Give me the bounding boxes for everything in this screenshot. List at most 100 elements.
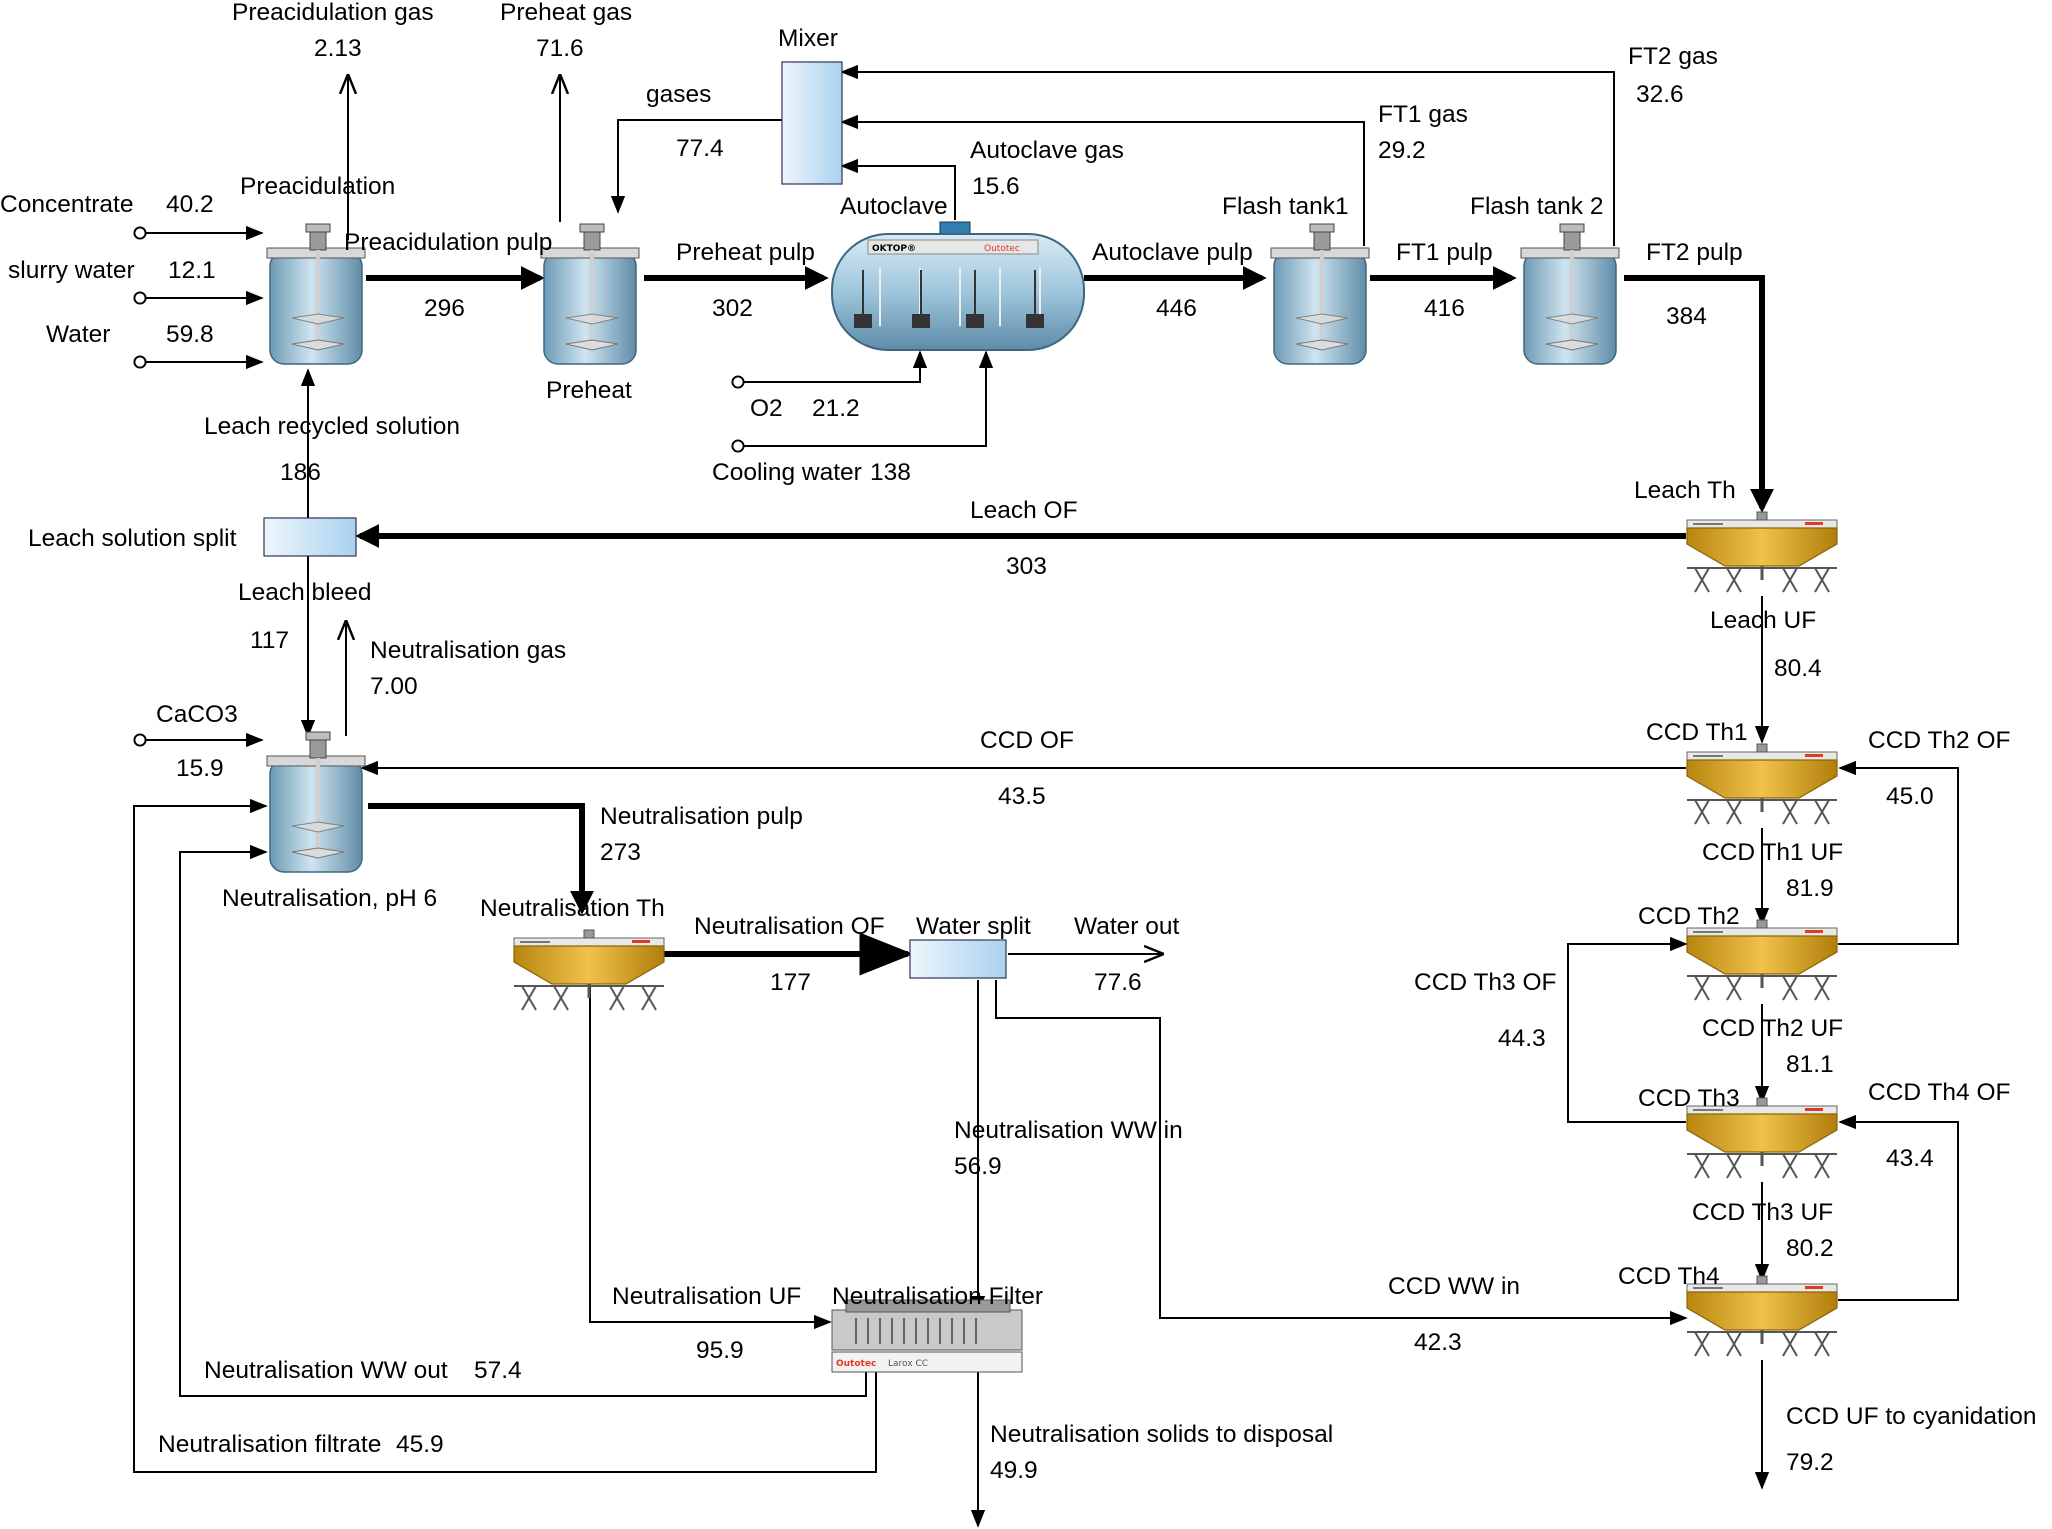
neutralisation-of-value: 177 [770, 969, 811, 996]
preacidulation-pulp-value: 296 [424, 295, 465, 322]
concentrate-value: 40.2 [166, 191, 214, 218]
neutralisation-solids-label: Neutralisation solids to disposal [990, 1421, 1333, 1448]
water-split-unit[interactable] [909, 939, 1007, 979]
ccd-th2-thickener[interactable] [1685, 918, 1839, 1002]
water-out-value: 77.6 [1094, 969, 1142, 996]
ccd-ww-in-value: 42.3 [1414, 1329, 1462, 1356]
flash-tank-1[interactable] [1269, 222, 1371, 366]
concentrate-label: Concentrate [0, 191, 133, 218]
ft1-pulp-value: 416 [1424, 295, 1465, 322]
autoclave-pulp-label: Autoclave pulp [1092, 239, 1253, 266]
slurry-water-label: slurry water [8, 257, 135, 284]
outotec-filter-logo: Outotec [836, 1359, 876, 1369]
neutralisation-thickener[interactable] [512, 928, 666, 1012]
autoclave-gas-line [840, 158, 956, 220]
ccd-uf-to-cyanidation-label: CCD UF to cyanidation [1786, 1403, 2037, 1430]
o2-label: O2 [750, 395, 783, 422]
neutralisation-th-label: Neutralisation Th [480, 895, 665, 922]
ccd-th1-uf-label: CCD Th1 UF [1702, 839, 1843, 866]
leach-th-label: Leach Th [1634, 477, 1736, 504]
ccd-th3-of-value: 44.3 [1498, 1025, 1546, 1052]
flash-tank-1-label: Flash tank1 [1222, 193, 1349, 220]
ccd-th1-uf-value: 81.9 [1786, 875, 1834, 902]
flash-tank-2[interactable] [1519, 222, 1621, 366]
flash-tank-2-label: Flash tank 2 [1470, 193, 1603, 220]
ft2-gas-label: FT2 gas [1628, 43, 1718, 70]
leach-of-label: Leach OF [970, 497, 1078, 524]
neutralisation-uf-label: Neutralisation UF [612, 1283, 801, 1310]
ft2-pulp-label: FT2 pulp [1646, 239, 1743, 266]
water-label: Water [46, 321, 110, 348]
ccd-th4-of-value: 43.4 [1886, 1145, 1934, 1172]
leach-of-value: 303 [1006, 553, 1047, 580]
neutralisation-gas-label: Neutralisation gas [370, 637, 566, 664]
ccd-th4-of-line [1838, 1114, 1959, 1301]
ccd-th2-label: CCD Th2 [1638, 903, 1740, 930]
neutralisation-solids-value: 49.9 [990, 1457, 1038, 1484]
water-value: 59.8 [166, 321, 214, 348]
cooling-water-line [731, 350, 994, 453]
ccd-th2-of-line [1838, 760, 1959, 945]
ccd-of-value: 43.5 [998, 783, 1046, 810]
neutralisation-ww-out-label: Neutralisation WW out [204, 1357, 448, 1384]
mixer-unit[interactable] [781, 61, 843, 185]
ccd-th3-of-label: CCD Th3 OF [1414, 969, 1557, 996]
ccd-th1-thickener[interactable] [1685, 742, 1839, 826]
leach-recycled-solution-label: Leach recycled solution [204, 413, 460, 440]
neutralisation-uf-line [589, 982, 832, 1330]
oktop-logo: OKTOP® [872, 244, 916, 254]
ccd-th3-label: CCD Th3 [1638, 1085, 1740, 1112]
autoclave-label: Autoclave [840, 193, 948, 220]
mixer-label: Mixer [778, 25, 838, 52]
autoclave-gas-value: 15.6 [972, 173, 1020, 200]
preacidulation-gas-label: Preacidulation gas [232, 0, 434, 26]
ccd-th2-uf-value: 81.1 [1786, 1051, 1834, 1078]
leach-recycled-solution-value: 186 [280, 459, 321, 486]
autoclave-gas-label: Autoclave gas [970, 137, 1124, 164]
neutralisation-filter-label: Neutralisation Filter [832, 1283, 1043, 1310]
ft1-gas-line [840, 114, 1365, 246]
preheat-label: Preheat [546, 377, 632, 404]
ft2-pulp-line [1624, 275, 1774, 513]
leach-thickener[interactable] [1685, 510, 1839, 594]
ccd-uf-to-cyanidation-value: 79.2 [1786, 1449, 1834, 1476]
neutralisation-filter-unit[interactable]: Outotec Larox CC [831, 1299, 1023, 1373]
preheat-pulp-label: Preheat pulp [676, 239, 815, 266]
water-split-label: Water split [916, 913, 1031, 940]
ccd-ww-in-line [995, 980, 1688, 1326]
slurry-water-value: 12.1 [168, 257, 216, 284]
ccd-th2-uf-label: CCD Th2 UF [1702, 1015, 1843, 1042]
preheat-tank[interactable] [539, 222, 641, 366]
gases-label: gases [646, 81, 711, 108]
ccd-ww-in-label: CCD WW in [1388, 1273, 1520, 1300]
autoclave-vessel[interactable]: OKTOP® Outotec [831, 221, 1085, 351]
ft1-pulp-label: FT1 pulp [1396, 239, 1493, 266]
neutralisation-tank[interactable] [265, 730, 367, 874]
o2-value: 21.2 [812, 395, 860, 422]
cooling-water-label: Cooling water [712, 459, 862, 486]
leach-uf-value: 80.4 [1774, 655, 1822, 682]
leach-solution-split-unit[interactable] [263, 517, 357, 557]
ccd-of-label: CCD OF [980, 727, 1074, 754]
caco3-label: CaCO3 [156, 701, 238, 728]
preheat-gas-label: Preheat gas [500, 0, 632, 26]
neutralisation-pulp-label: Neutralisation pulp [600, 803, 803, 830]
neutralisation-ww-out-line [179, 844, 867, 1397]
ft2-gas-value: 32.6 [1636, 81, 1684, 108]
neutralisation-filtrate-line [133, 798, 877, 1473]
o2-line [731, 350, 928, 389]
ccd-th3-of-line [1567, 936, 1688, 1123]
preacidulation-gas-value: 2.13 [314, 35, 362, 62]
neutralisation-ww-in-label: Neutralisation WW in [954, 1117, 1183, 1144]
autoclave-pulp-value: 446 [1156, 295, 1197, 322]
gases-line [610, 119, 782, 214]
gases-value: 77.4 [676, 135, 724, 162]
ft1-gas-value: 29.2 [1378, 137, 1426, 164]
ccd-th3-uf-value: 80.2 [1786, 1235, 1834, 1262]
ccd-th3-uf-label: CCD Th3 UF [1692, 1199, 1833, 1226]
outotec-logo: Outotec [984, 244, 1020, 254]
neutralisation-filtrate-value: 45.9 [396, 1431, 444, 1458]
ft1-gas-label: FT1 gas [1378, 101, 1468, 128]
neutralisation-pulp-line [368, 803, 594, 915]
neutralisation-of-label: Neutralisation OF [694, 913, 885, 940]
